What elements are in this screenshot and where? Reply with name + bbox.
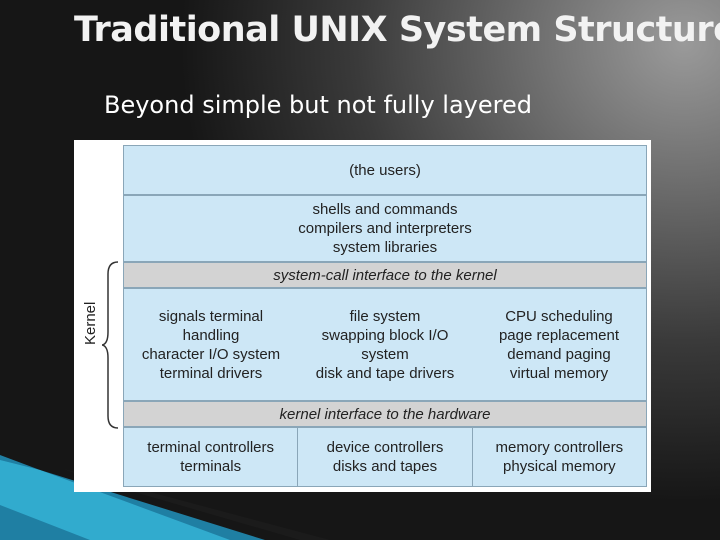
shells-line: compilers and interpreters <box>298 219 471 238</box>
hardware-item: disks and tapes <box>333 457 437 476</box>
syscall-interface-text: system-call interface to the kernel <box>273 266 496 285</box>
kernel-item: demand paging <box>507 345 610 364</box>
kernel-column: CPU scheduling page replacement demand p… <box>472 289 646 400</box>
hardware-column: device controllers disks and tapes <box>297 428 471 486</box>
kernel-layer: signals terminal handling character I/O … <box>123 288 647 401</box>
kernel-label: Kernel <box>82 302 99 345</box>
users-text: (the users) <box>349 161 421 180</box>
hardware-column: terminal controllers terminals <box>124 428 297 486</box>
kernel-item: system <box>361 345 409 364</box>
kernel-item: character I/O system <box>142 345 280 364</box>
syscall-interface-layer: system-call interface to the kernel <box>123 262 647 288</box>
hardware-item: physical memory <box>503 457 616 476</box>
hardware-item: terminals <box>180 457 241 476</box>
kernel-item: page replacement <box>499 326 619 345</box>
kernel-item: signals terminal <box>159 307 263 326</box>
kernel-item: handling <box>183 326 240 345</box>
kernel-brace-icon <box>102 260 122 430</box>
kernel-item: file system <box>350 307 421 326</box>
kernel-column: file system swapping block I/O system di… <box>298 289 472 400</box>
kernel-item: terminal drivers <box>160 364 263 383</box>
slide-subtitle: Beyond simple but not fully layered <box>104 91 532 119</box>
hardware-item: terminal controllers <box>147 438 274 457</box>
shells-line: system libraries <box>333 238 437 257</box>
kernel-item: swapping block I/O <box>322 326 449 345</box>
hardware-interface-text: kernel interface to the hardware <box>280 405 491 424</box>
shells-layer: shells and commands compilers and interp… <box>123 195 647 262</box>
unix-structure-diagram: Kernel (the users) shells and commands c… <box>74 140 651 492</box>
kernel-item: virtual memory <box>510 364 608 383</box>
slide-title: Traditional UNIX System Structure <box>74 10 720 50</box>
hardware-item: memory controllers <box>496 438 624 457</box>
kernel-column: signals terminal handling character I/O … <box>124 289 298 400</box>
hardware-layer: terminal controllers terminals device co… <box>123 427 647 487</box>
kernel-item: CPU scheduling <box>505 307 613 326</box>
hardware-column: memory controllers physical memory <box>472 428 646 486</box>
users-layer: (the users) <box>123 145 647 195</box>
shells-line: shells and commands <box>312 200 457 219</box>
kernel-item: disk and tape drivers <box>316 364 454 383</box>
hardware-item: device controllers <box>327 438 444 457</box>
hardware-interface-layer: kernel interface to the hardware <box>123 401 647 427</box>
